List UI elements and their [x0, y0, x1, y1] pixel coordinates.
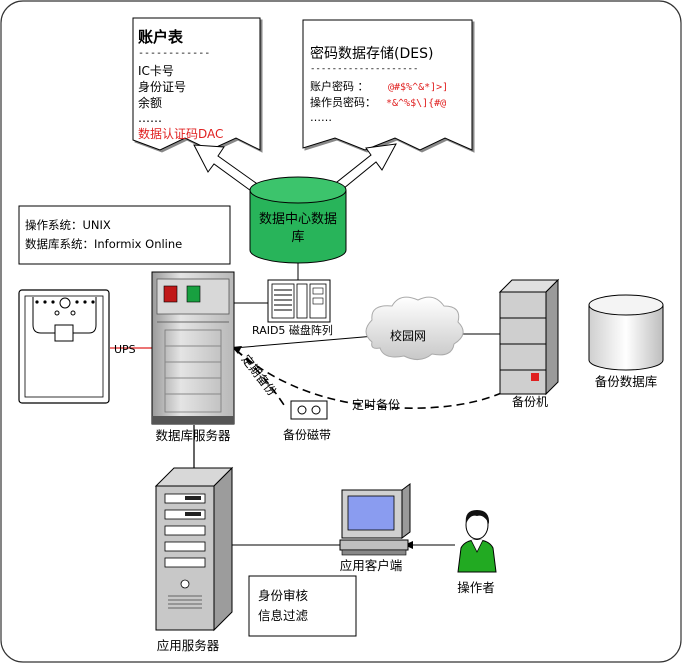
campus-network-label: 校园网 — [390, 328, 426, 343]
account-table-separator: ------------ — [138, 48, 210, 59]
ups-label: UPS — [114, 343, 136, 356]
account-table-note: 账户表 ------------ IC卡号 身份证号 余额 …… 数据认证码DA… — [132, 17, 261, 151]
application-server: 应用服务器 — [154, 466, 234, 653]
db-server-green-led — [186, 285, 201, 303]
backup-database-label: 备份数据库 — [595, 374, 658, 389]
password-store-title: 密码数据存储(DES) — [310, 45, 433, 62]
operator-label: 操作者 — [457, 580, 495, 595]
account-field-balance: 余额 — [138, 95, 162, 110]
backup-machine-red-led — [531, 373, 539, 381]
password-store-separator: -------------------- — [310, 64, 418, 74]
scheduled-backup-label-right: 定时备份 — [352, 397, 400, 412]
password-store-ellipsis: …… — [310, 111, 332, 124]
backup-machine: 备份机 — [498, 278, 560, 409]
campus-network-cloud: 校园网 — [365, 296, 464, 360]
backup-machine-label: 备份机 — [512, 395, 548, 409]
raid-array: RAID5 磁盘阵列 — [252, 279, 333, 337]
backup-database-cylinder: 备份数据库 — [588, 294, 664, 389]
arrow-to-password-store — [331, 143, 397, 194]
db-server-red-led — [163, 285, 178, 303]
db-system-line: 数据库系统：Informix Online — [25, 237, 182, 251]
identity-audit-label: 身份审核 — [258, 588, 309, 603]
monitor-screen — [347, 495, 395, 531]
os-line: 操作系统：UNIX — [25, 218, 111, 232]
central-database-label-line1: 数据中心数据 — [259, 212, 337, 227]
account-password-value: @#$%^&*]>] — [388, 82, 448, 93]
account-password-label: 账户密码 ： — [310, 79, 369, 93]
os-info-box: 操作系统：UNIX 数据库系统：Informix Online — [18, 205, 231, 265]
operator-password-label: 操作员密码： — [310, 95, 376, 109]
operator-password-value: *&^%$\]{#@ — [386, 98, 446, 109]
backup-tape-label: 备份磁带 — [283, 427, 331, 442]
account-field-id-number: 身份证号 — [138, 79, 186, 94]
ups-unit: UPS — [18, 289, 136, 404]
info-filter-label: 信息过滤 — [258, 608, 309, 623]
operator-person: 操作者 — [457, 510, 497, 595]
application-client-computer: 应用客户端 — [339, 483, 411, 573]
central-database-cylinder: 数据中心数据 库 — [249, 176, 347, 264]
password-store-note: 密码数据存储(DES) -------------------- 账户密码 ： … — [302, 19, 473, 151]
database-server-label: 数据库服务器 — [155, 428, 231, 443]
central-database-label-line2: 库 — [291, 229, 304, 245]
account-field-ellipsis: …… — [138, 111, 162, 125]
raid-label: RAID5 磁盘阵列 — [252, 323, 333, 337]
dbserver-to-network-line — [233, 335, 376, 349]
backup-tape: 备份磁带 — [283, 400, 331, 442]
account-field-dac: 数据认证码DAC — [138, 126, 223, 141]
app-functions-box: 身份审核 信息过滤 — [248, 575, 357, 637]
application-client-label: 应用客户端 — [340, 558, 403, 573]
application-server-label: 应用服务器 — [157, 638, 220, 653]
database-server: 数据库服务器 — [151, 271, 235, 443]
account-field-ic-card: IC卡号 — [138, 64, 174, 78]
arrow-to-account-table — [193, 144, 264, 197]
scheduled-backup-to-machine-path — [235, 349, 513, 409]
account-table-title: 账户表 — [138, 28, 184, 46]
